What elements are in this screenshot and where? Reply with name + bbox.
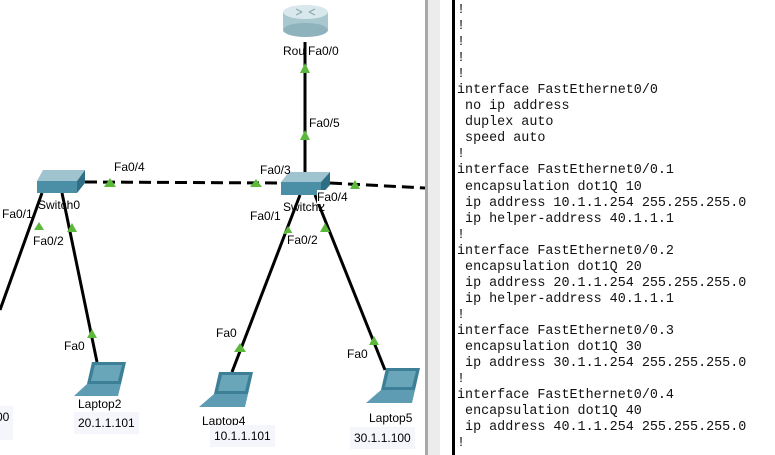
port-label: Fa0/0 [308, 44, 339, 58]
config-line: ip helper-address 40.1.1.1 [457, 291, 674, 307]
topology-links [0, 5, 425, 407]
laptop5-name: Laptop5 [369, 411, 413, 425]
config-line: ! [457, 436, 466, 452]
link-up-icon [67, 223, 77, 232]
config-line: duplex auto [457, 115, 554, 131]
config-line: encapsulation dot1Q 20 [457, 259, 642, 275]
ip-label: 30.1.1.100 [350, 427, 415, 449]
port-label: Fa0/2 [287, 233, 318, 247]
port-label: Fa0/4 [317, 190, 348, 204]
config-line: ! [457, 307, 466, 323]
ip-label: 20.1.1.101 [74, 412, 139, 434]
link-up-icon [34, 222, 44, 230]
pane-gutter [428, 0, 440, 455]
link-up-icon [350, 180, 360, 189]
config-line: ip address 10.1.1.254 255.255.255.0 [457, 195, 747, 211]
switch0-icon[interactable] [37, 170, 85, 193]
config-line: ! [457, 19, 466, 35]
laptop5-icon[interactable] [366, 368, 420, 403]
config-line: ! [457, 227, 466, 243]
config-line: ! [457, 51, 466, 67]
link-switch2-laptop4[interactable] [230, 194, 302, 373]
port-label: Fa0/4 [114, 160, 145, 174]
ip-label: 00 [0, 406, 14, 440]
config-line: encapsulation dot1Q 10 [457, 179, 642, 195]
config-border [452, 0, 455, 455]
link-switch0-switch2[interactable] [84, 180, 282, 185]
laptop2-icon[interactable] [74, 362, 126, 396]
link-switch0-left[interactable] [0, 192, 44, 311]
link-up-icon [234, 343, 246, 352]
config-line: ! [457, 372, 466, 388]
config-line: encapsulation dot1Q 30 [457, 339, 642, 355]
config-line: interface FastEthernet0/0.2 [457, 243, 674, 259]
config-line: interface FastEthernet0/0.4 [457, 388, 674, 404]
config-line: interface FastEthernet0/0.3 [457, 323, 674, 339]
config-line: speed auto [457, 131, 546, 147]
port-label: Fa0 [347, 347, 368, 361]
config-line: ! [457, 3, 466, 18]
router-name: Rou [283, 44, 306, 58]
config-line: no ip address [457, 99, 570, 115]
config-line: ! [457, 35, 466, 51]
link-up-icon [300, 130, 310, 140]
config-line: ip address 20.1.1.254 255.255.255.0 [457, 275, 747, 291]
config-line: ! [457, 147, 466, 163]
config-line: encapsulation dot1Q 40 [457, 404, 642, 420]
port-label: Fa0/2 [33, 234, 64, 248]
config-line: ip address 30.1.1.254 255.255.255.0 [457, 356, 747, 372]
laptop2-name: Laptop2 [78, 397, 122, 411]
config-line: interface FastEthernet0/0.1 [457, 163, 674, 179]
topology-canvas[interactable]: Rou Fa0/0 Fa0/5 Fa0/4 Fa0/3 Switch0 Swit… [0, 0, 425, 455]
link-up-icon [320, 223, 330, 232]
ip-label: 10.1.1.101 [210, 425, 275, 447]
router-icon[interactable] [283, 5, 328, 37]
laptop4-name: Laptop4 [202, 414, 246, 428]
link-up-icon [369, 336, 379, 345]
port-label: Fa0/1 [2, 207, 33, 221]
config-text[interactable]: !!!!!interface FastEthernet0/0 no ip add… [457, 3, 746, 452]
switch0-name: Switch0 [38, 198, 81, 212]
pane-splitter[interactable] [425, 0, 428, 455]
port-label: Fa0 [64, 339, 85, 353]
link-up-icon [300, 63, 310, 73]
link-up-icon [104, 178, 116, 187]
switch2-icon[interactable] [281, 172, 330, 195]
port-label: Fa0/5 [309, 116, 340, 130]
link-up-icon [250, 179, 262, 187]
laptop4-icon[interactable] [199, 372, 253, 407]
switch2-name: Switch2 [283, 200, 326, 214]
link-status-indicators [34, 63, 379, 352]
link-up-icon [87, 329, 97, 338]
port-label: Fa0/3 [260, 163, 291, 177]
running-config-panel[interactable]: !!!!!interface FastEthernet0/0 no ip add… [440, 0, 775, 455]
config-line: interface FastEthernet0/0 [457, 83, 658, 99]
link-up-icon [283, 226, 293, 234]
config-line: ! [457, 67, 466, 83]
link-switch2-right[interactable] [329, 181, 425, 190]
config-line: ip helper-address 40.1.1.1 [457, 211, 674, 227]
config-line: ip address 40.1.1.254 255.255.255.0 [457, 420, 747, 436]
port-label: Fa0/1 [250, 209, 281, 223]
port-label: Fa0 [216, 326, 237, 340]
